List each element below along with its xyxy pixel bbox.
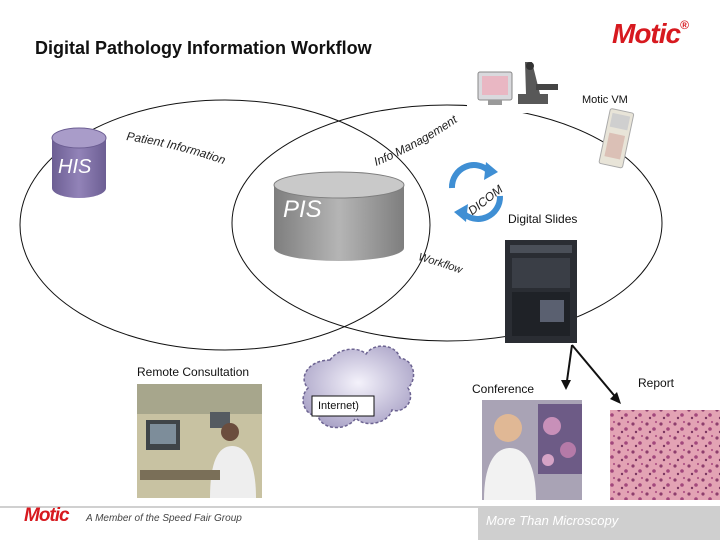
patient-information-arc-label: Patient Information	[126, 129, 228, 167]
microscope-workstation-image	[467, 55, 575, 113]
slide-image	[598, 108, 635, 169]
dicom-cycle-icon: DICOM	[449, 162, 506, 222]
conference-label: Conference	[472, 382, 535, 396]
info-management-arc-label: Info Management	[372, 112, 460, 169]
motic-vm-label: Motic VM	[582, 94, 628, 106]
tissue-image	[610, 410, 720, 500]
internet-label-box	[311, 395, 375, 417]
footer-divider	[0, 506, 720, 508]
pis-domain-ellipse	[231, 104, 663, 342]
footer-slogan-band	[478, 506, 720, 540]
pis-database-icon	[273, 171, 405, 261]
his-domain-ellipse	[19, 99, 431, 351]
lab-photo-image	[137, 384, 262, 498]
scanner-image	[505, 240, 577, 343]
his-label: HIS	[58, 156, 92, 178]
footer-member-text: A Member of the Speed Fair Group	[86, 513, 242, 524]
pis-label: PIS	[283, 196, 322, 223]
footer-slogan: More Than Microscopy	[486, 513, 619, 528]
internet-label: Internet)	[318, 400, 359, 412]
motic-logo: Motic®	[612, 18, 689, 49]
page-title: Digital Pathology Information Workflow	[35, 38, 372, 58]
his-database-icon	[51, 127, 107, 198]
workflow-arc-label: Workflow	[417, 251, 465, 276]
remote-consultation-label: Remote Consultation	[137, 365, 250, 379]
report-label: Report	[638, 376, 675, 390]
footer-motic-logo: Motic	[24, 505, 70, 526]
conference-photo-image	[482, 400, 582, 500]
digital-slides-label: Digital Slides	[508, 212, 578, 226]
